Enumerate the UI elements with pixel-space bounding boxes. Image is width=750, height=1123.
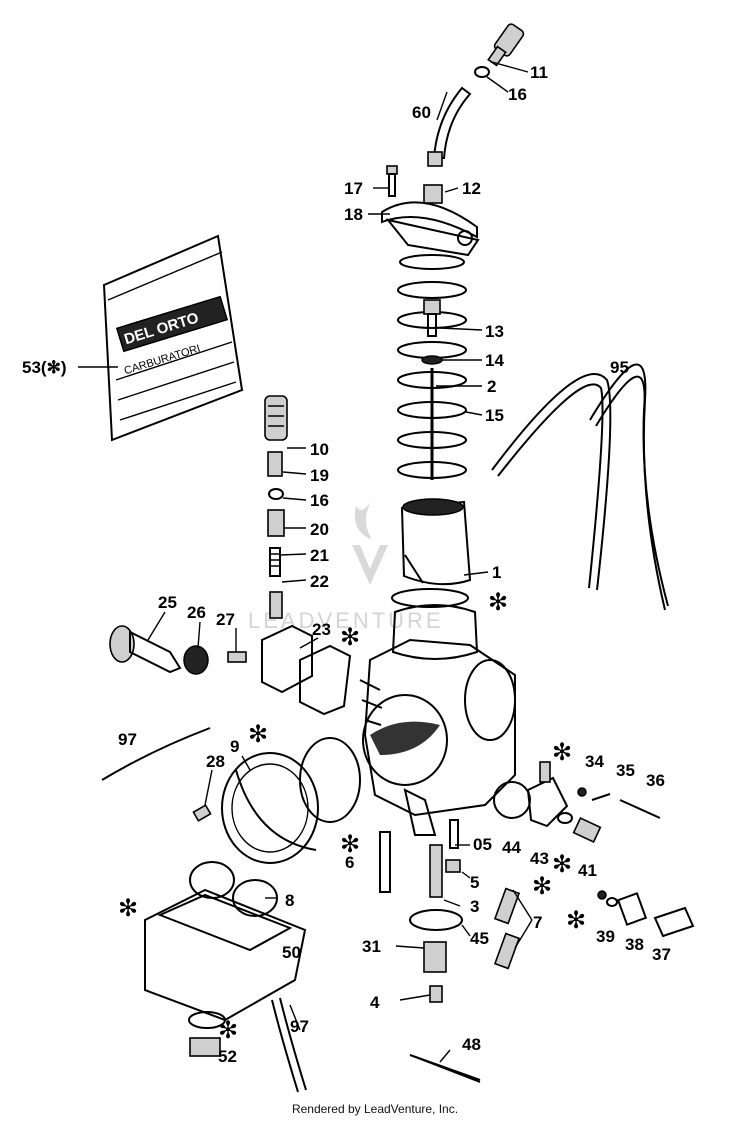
label-17: 17 xyxy=(344,179,363,198)
label-1: 1 xyxy=(492,563,501,582)
label-star-10: ✻ xyxy=(218,1016,238,1044)
label-60: 60 xyxy=(412,103,431,122)
footer-credit: Rendered by LeadVenture, Inc. xyxy=(291,1102,459,1116)
label-star-3: ✻ xyxy=(248,720,268,748)
label-10: 10 xyxy=(310,440,329,459)
label-35: 35 xyxy=(616,761,635,780)
label-97b: 97 xyxy=(290,1017,309,1036)
label-53: 53(✻) xyxy=(22,358,66,377)
label-95: 95 xyxy=(610,358,629,377)
watermark-v-icon xyxy=(352,545,388,585)
throttle-slide xyxy=(391,498,472,608)
label-38: 38 xyxy=(625,935,644,954)
label-8: 8 xyxy=(285,891,294,910)
vent-hoses xyxy=(491,363,669,611)
label-6: 6 xyxy=(345,853,354,872)
label-12: 12 xyxy=(462,179,481,198)
label-23: 23 xyxy=(312,620,331,639)
label-star-2: ✻ xyxy=(340,623,360,651)
label-11: 11 xyxy=(530,63,548,82)
part-labels: 11 16 60 17 12 18 13 14 2 15 95 53(✻) 10… xyxy=(22,63,671,1066)
part-bag: DEL ORTO CARBURATORI xyxy=(102,234,244,442)
label-star-1: ✻ xyxy=(488,588,508,616)
label-16a: 16 xyxy=(508,85,527,104)
label-26: 26 xyxy=(187,603,206,622)
label-52: 52 xyxy=(218,1047,237,1066)
choke-parts xyxy=(109,624,352,716)
hose-left xyxy=(101,727,211,781)
label-star-5: ✻ xyxy=(340,830,360,858)
label-9: 9 xyxy=(230,737,239,756)
label-16b: 16 xyxy=(310,491,329,510)
carburetor-cap xyxy=(381,165,480,257)
label-7: 7 xyxy=(533,913,542,932)
label-22: 22 xyxy=(310,572,329,591)
label-13: 13 xyxy=(485,322,504,341)
label-19: 19 xyxy=(310,466,329,485)
air-funnel xyxy=(192,737,361,864)
label-18: 18 xyxy=(344,205,363,224)
label-20: 20 xyxy=(310,520,329,539)
label-34: 34 xyxy=(585,752,604,771)
needle-assembly xyxy=(421,299,443,480)
watermark-flame-icon xyxy=(354,500,372,540)
label-45: 45 xyxy=(470,929,489,948)
rod-48 xyxy=(417,1057,481,1083)
label-25: 25 xyxy=(158,593,177,612)
leader-lines xyxy=(78,61,533,1063)
label-2: 2 xyxy=(487,377,496,396)
label-97a: 97 xyxy=(118,730,137,749)
label-50: 50 xyxy=(282,943,301,962)
label-39: 39 xyxy=(596,927,615,946)
carburetor-body xyxy=(359,604,516,836)
starter-parts xyxy=(264,395,288,619)
label-37: 37 xyxy=(652,945,671,964)
label-05: 05 xyxy=(473,835,492,854)
label-3: 3 xyxy=(470,897,479,916)
label-14: 14 xyxy=(485,351,504,370)
watermark: LEADVENTURE xyxy=(248,500,441,633)
label-21: 21 xyxy=(310,546,329,565)
label-28: 28 xyxy=(206,752,225,771)
label-44: 44 xyxy=(502,838,521,857)
label-star-7: ✻ xyxy=(532,872,552,900)
label-4: 4 xyxy=(370,993,380,1012)
label-5: 5 xyxy=(470,873,479,892)
jet-parts xyxy=(379,819,521,1081)
float-bowl xyxy=(144,861,307,1057)
label-36: 36 xyxy=(646,771,665,790)
label-31: 31 xyxy=(362,937,381,956)
label-15: 15 xyxy=(485,406,504,425)
label-43: 43 xyxy=(530,849,549,868)
label-star-6: ✻ xyxy=(552,850,572,878)
label-27: 27 xyxy=(216,610,235,629)
fuel-side-parts xyxy=(493,761,695,938)
label-star-8: ✻ xyxy=(118,894,138,922)
cable-adjuster-parts xyxy=(427,23,525,167)
hose-bottom xyxy=(271,997,307,1093)
label-star-4: ✻ xyxy=(552,738,572,766)
label-star-9: ✻ xyxy=(566,906,586,934)
label-41: 41 xyxy=(578,861,597,880)
label-48: 48 xyxy=(462,1035,481,1054)
